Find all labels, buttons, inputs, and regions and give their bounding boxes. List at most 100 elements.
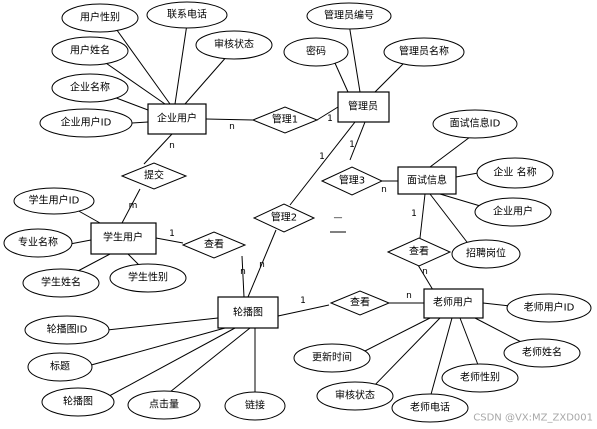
svg-text:管理员编号: 管理员编号 <box>324 9 374 22</box>
edge-view-carousel-carousel <box>277 304 330 317</box>
svg-text:老师姓名: 老师姓名 <box>522 346 562 359</box>
attr-teacher-user-id: 老师用户ID <box>506 293 592 323</box>
card-manage1-admin: 1 <box>327 114 333 124</box>
svg-text:轮播图ID: 轮播图ID <box>47 323 88 336</box>
entity-teacher-user: 老师用户 <box>423 288 484 319</box>
card-view-student-student: 1 <box>169 229 175 239</box>
svg-text:管理员: 管理员 <box>348 100 378 113</box>
card-manage3-interview: n <box>381 185 387 195</box>
svg-text:轮播图: 轮播图 <box>233 306 263 319</box>
svg-text:企业 名称: 企业 名称 <box>493 166 536 179</box>
attr-admin-name: 管理员名称 <box>383 37 465 67</box>
edge-manage2-carousel <box>247 229 277 298</box>
svg-text:密码: 密码 <box>306 45 326 58</box>
edge-enterprise-user-gender <box>113 25 171 105</box>
entity-admin: 管理员 <box>337 91 390 123</box>
svg-text:学生姓名: 学生姓名 <box>41 276 81 289</box>
edge-interview-company <box>455 172 479 178</box>
svg-text:管理3: 管理3 <box>339 174 365 187</box>
svg-text:查看: 查看 <box>409 245 429 258</box>
cardinality-labels: n 1 n m 1 n 1 n 1 n 1 n 1 n — <box>129 114 428 306</box>
edge-submit-enterprise <box>143 133 173 165</box>
edge-enterprise-audit-status <box>184 54 229 105</box>
entity-enterprise-user: 企业用户 <box>147 103 207 135</box>
attr-carousel-id: 轮播图ID <box>24 315 110 345</box>
svg-text:学生用户: 学生用户 <box>103 231 143 244</box>
svg-text:管理1: 管理1 <box>272 113 298 126</box>
edge-manage1-enterprise <box>205 118 254 121</box>
attr-student-user-id: 学生用户ID <box>13 187 95 215</box>
svg-text:老师用户ID: 老师用户ID <box>524 301 575 314</box>
edge-student-major <box>69 239 92 245</box>
edge-manage2-admin <box>289 121 356 206</box>
svg-text:学生用户ID: 学生用户ID <box>29 194 80 207</box>
svg-text:轮播图: 轮播图 <box>63 395 93 408</box>
edge-admin-no <box>348 23 361 93</box>
attribute-ellipses: 用户性别 联系电话 用户姓名 审核状态 企业名称 企业用户ID 管理员编号 密码… <box>3 1 592 423</box>
edge-enterprise-contact-phone <box>174 23 188 105</box>
attr-user-gender: 用户性别 <box>61 3 139 33</box>
svg-text:提交: 提交 <box>144 169 164 182</box>
edge-student-name <box>75 253 111 273</box>
rel-manage1: 管理1 <box>251 106 319 134</box>
svg-text:标题: 标题 <box>50 361 70 373</box>
card-view-interview-teacher: n <box>422 267 428 277</box>
entity-student-user: 学生用户 <box>90 222 157 255</box>
attr-student-gender: 学生性别 <box>109 263 187 293</box>
attr-enterprise-user-id: 企业用户ID <box>39 108 133 138</box>
svg-text:管理员名称: 管理员名称 <box>399 45 449 58</box>
svg-text:老师电话: 老师电话 <box>410 401 450 414</box>
edge-interview-id <box>429 136 471 168</box>
edge-carousel-clicks <box>164 327 251 397</box>
card-submit-student: m <box>129 201 138 211</box>
svg-text:审核状态: 审核状态 <box>335 389 375 402</box>
attr-user-name: 用户姓名 <box>51 36 129 66</box>
svg-text:学生性别: 学生性别 <box>128 271 168 284</box>
attr-company-name: 企业名称 <box>51 73 129 103</box>
attr-student-name: 学生姓名 <box>22 268 100 298</box>
attr-job-position: 招聘岗位 <box>451 239 521 269</box>
entity-carousel: 轮播图 <box>217 296 279 329</box>
svg-text:面试信息: 面试信息 <box>407 174 447 187</box>
attr-update-time: 更新时间 <box>293 343 371 373</box>
card-view-carousel-carousel: 1 <box>300 296 306 306</box>
card-manage2-admin: 1 <box>319 152 325 162</box>
attr-teacher-phone: 老师电话 <box>391 393 469 423</box>
svg-text:企业名称: 企业名称 <box>70 81 110 94</box>
edge-enterprise-user-id <box>131 121 149 124</box>
svg-text:点击量: 点击量 <box>149 399 179 411</box>
svg-text:招聘岗位: 招聘岗位 <box>466 247 506 260</box>
rel-view-interview: 查看 <box>386 237 452 267</box>
svg-text:联系电话: 联系电话 <box>167 8 207 21</box>
attr-teacher-audit-status: 审核状态 <box>316 381 394 411</box>
rel-submit: 提交 <box>120 162 188 190</box>
rel-view-student: 查看 <box>181 231 247 259</box>
rel-manage3: 管理3 <box>320 166 384 196</box>
edge-view-interview-interview <box>419 193 426 239</box>
svg-text:企业用户: 企业用户 <box>493 205 533 218</box>
edge-teacher-gender <box>459 317 481 371</box>
svg-text:链接: 链接 <box>245 399 265 412</box>
entity-interview-info: 面试信息 <box>397 166 457 195</box>
edge-teacher-update-time <box>362 317 431 353</box>
svg-text:面试信息ID: 面试信息ID <box>450 117 501 130</box>
card-manage1-enterprise: n <box>229 122 235 132</box>
svg-text:老师用户: 老师用户 <box>433 296 473 309</box>
entity-boxes: 企业用户 管理员 面试信息 学生用户 轮播图 老师用户 <box>90 91 484 329</box>
edge-teacher-id <box>482 302 511 307</box>
attr-teacher-name: 老师姓名 <box>503 338 581 368</box>
attr-admin-no: 管理员编号 <box>306 2 392 30</box>
card-view-interview-interview: 1 <box>411 209 417 219</box>
edge-teacher-phone <box>429 317 453 399</box>
watermark: CSDN @VX:MZ_ZXD001 <box>473 413 593 424</box>
svg-text:审核状态: 审核状态 <box>214 38 254 51</box>
attr-interview-enterprise-user: 企业用户 <box>474 197 552 227</box>
svg-text:用户性别: 用户性别 <box>80 11 120 24</box>
edge-carousel-image <box>99 327 236 402</box>
edge-teacher-name <box>474 317 528 346</box>
edge-carousel-id <box>106 317 219 331</box>
card-stray-mark: — <box>334 213 343 223</box>
card-submit-enterprise: n <box>169 141 175 151</box>
attr-contact-phone: 联系电话 <box>146 1 228 29</box>
